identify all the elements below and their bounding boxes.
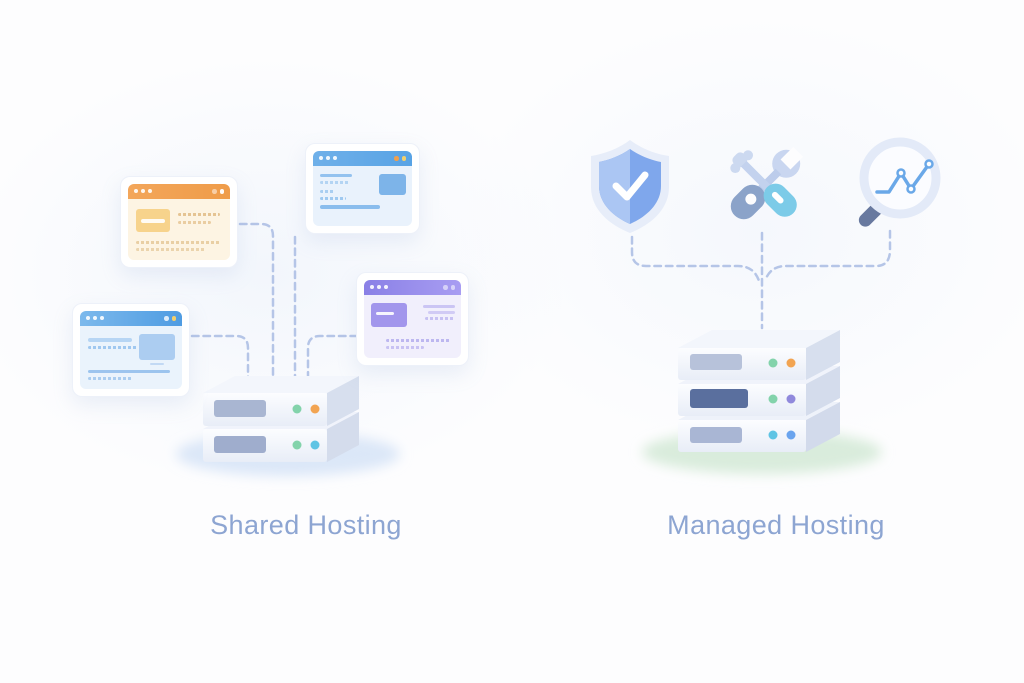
text-line [178,213,220,216]
browser-titlebar [364,280,461,295]
titlebar-dots [394,156,406,161]
status-led [768,394,778,404]
text-line [88,346,138,349]
tools-icon [730,146,804,220]
text-line [320,174,352,177]
screwdriver-icon [730,150,797,217]
text-line [423,305,455,308]
webpage-content [80,326,182,389]
status-led [768,358,778,368]
text-line [320,181,349,184]
connector-shield-to-server [630,235,761,283]
status-led [292,404,302,414]
connector-purple-card-to-server [306,334,359,392]
placeholder-block [136,209,170,232]
checkmark-icon [612,171,649,201]
placeholder-image [139,334,175,360]
webpage-content [128,199,230,260]
blue-website-card [305,143,420,234]
shield-check-icon [591,140,669,233]
titlebar-dots [212,189,224,194]
placeholder-block [371,303,407,327]
text-line [386,346,424,349]
caption-line [150,363,164,365]
text-line [386,339,450,342]
window-control-dots [370,285,388,289]
placeholder-image [379,174,406,195]
shared-hosting-label: Shared Hosting [210,510,402,540]
magnifier-chart-icon [858,137,941,227]
connector-lightblue-card-to-server [190,334,250,384]
status-led [310,404,320,414]
window-control-dots [134,189,152,193]
text-line [136,241,220,244]
server-vent [214,436,266,453]
status-led [786,358,796,368]
text-line [425,317,455,320]
status-led [310,440,320,450]
window-control-dots [319,156,337,160]
text-line [320,197,346,200]
managed-hosting-label: Managed Hosting [667,510,885,540]
wrench-icon [730,146,804,220]
status-led [768,430,778,440]
server-unit [203,376,359,426]
text-line [136,248,206,251]
webpage-content [364,295,461,358]
connector-orange-card-to-server [238,222,275,387]
text-line [88,338,132,342]
connector-lines [190,222,892,392]
browser-titlebar [313,151,412,166]
text-line [320,190,335,193]
status-led [292,440,302,450]
titlebar-dots [164,316,176,321]
text-line [320,205,380,209]
connector-magnifier-to-server [763,229,892,283]
orange-website-card [120,176,238,268]
text-line [88,377,132,380]
server-unit [678,330,840,380]
text-line [428,311,455,314]
shared-server-stack [203,376,359,462]
text-line [88,370,170,373]
status-led [786,394,796,404]
browser-titlebar [128,184,230,199]
text-line [178,221,211,224]
webpage-content [313,166,412,226]
purple-website-card [356,272,469,366]
server-vent [214,400,266,417]
window-control-dots [86,316,104,320]
browser-titlebar [80,311,182,326]
server-vent [690,427,742,443]
managed-server-stack [678,330,840,452]
light-blue-website-card [72,303,190,397]
titlebar-dots [443,285,455,290]
status-led [786,430,796,440]
server-vent [690,389,748,408]
server-vent [690,354,742,370]
